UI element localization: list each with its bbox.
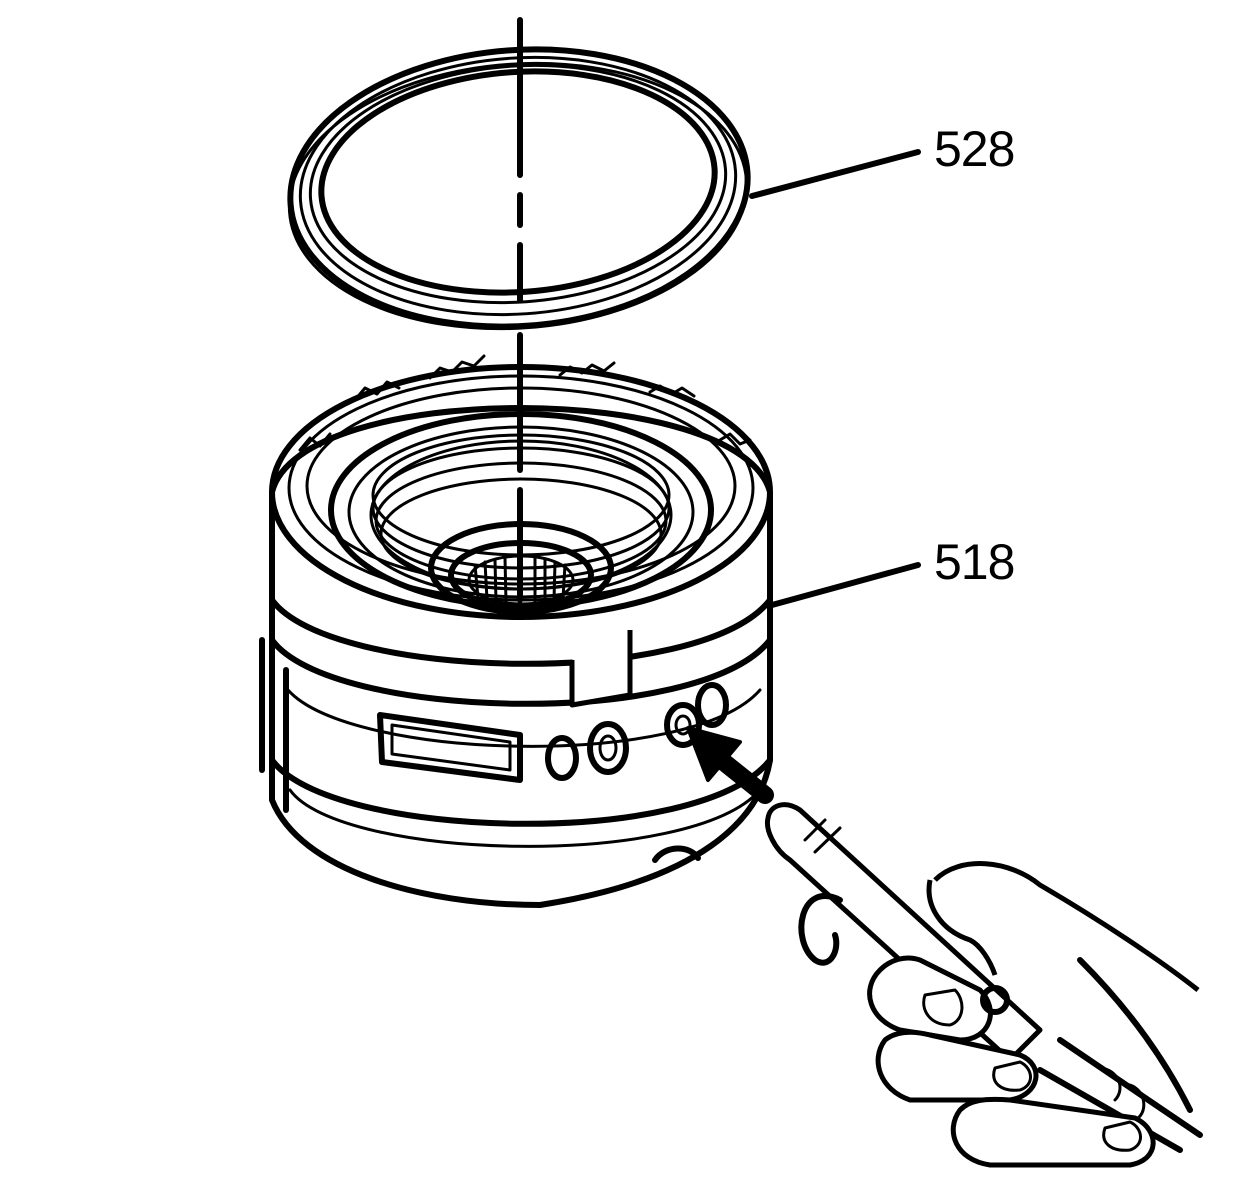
leader-line-528 <box>749 149 921 199</box>
arrow-indicator <box>686 726 774 804</box>
callout-label-528: 528 <box>934 121 1015 177</box>
leader-line-518 <box>769 562 921 608</box>
hand <box>867 861 1200 1168</box>
clutch-housing-518 <box>259 354 773 908</box>
callout-label-518: 518 <box>934 534 1015 590</box>
seal-ring-528 <box>287 46 751 331</box>
